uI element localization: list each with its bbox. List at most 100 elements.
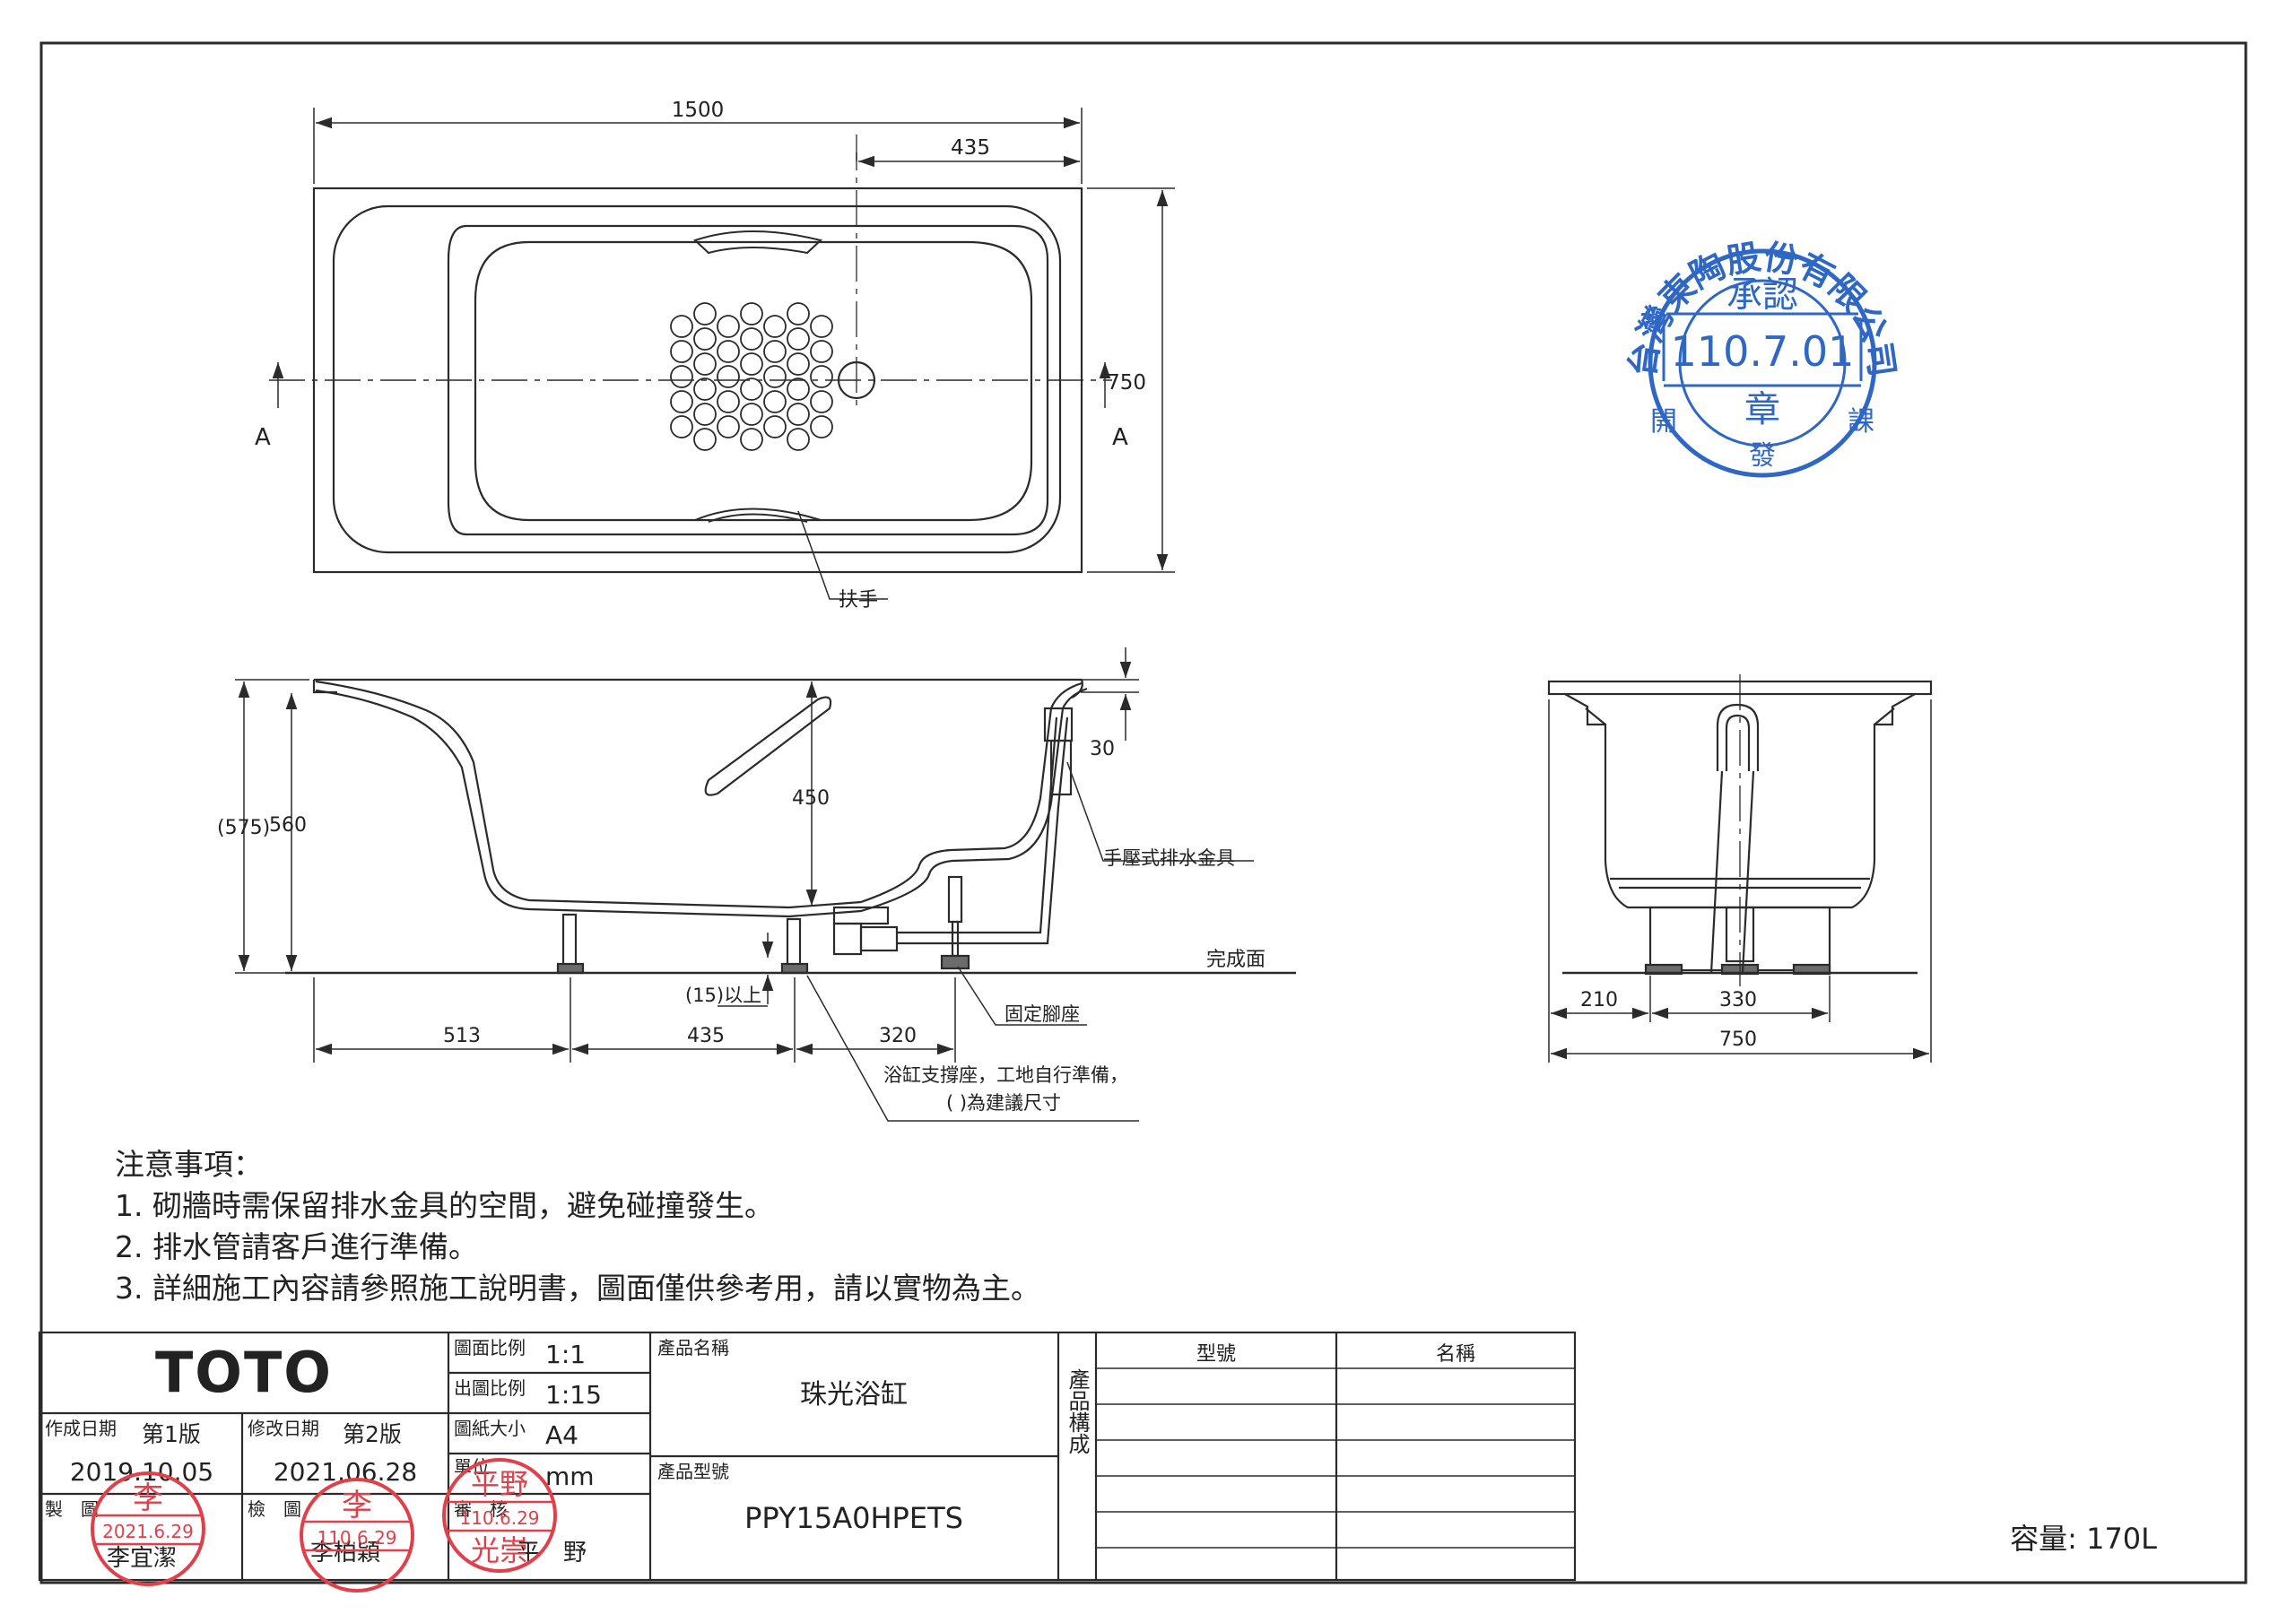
- note-item-3: 3. 詳細施工內容請參照施工說明書，圖面僅供參考用，請以實物為主。: [115, 1271, 1040, 1306]
- product-name: 珠光浴缸: [800, 1379, 908, 1410]
- anti-slip-dot: [763, 315, 787, 338]
- top-view: [269, 135, 1112, 574]
- dim-end-750: 750: [1719, 1028, 1757, 1051]
- title-block: [38, 1331, 1577, 1582]
- anti-slip-dot: [693, 403, 717, 426]
- created-version: 第1版: [142, 1421, 201, 1447]
- signature-stamp-checked: [300, 1478, 414, 1593]
- section-label-right: A: [1112, 424, 1128, 451]
- note-item-1: 1. 砌牆時需保留排水金具的空間，避免碰撞發生。: [115, 1188, 774, 1223]
- anti-slip-dot: [810, 365, 833, 388]
- dim-side-depth: 450: [792, 787, 830, 810]
- capacity: 容量: 170L: [2010, 1522, 2157, 1556]
- stamp-blue-date: 110.7.01: [1671, 327, 1855, 376]
- red-stamp-1-name: 李: [133, 1480, 163, 1516]
- red-stamp-1-date: 2021.6.29: [102, 1521, 194, 1542]
- callout-handle: 扶手: [839, 589, 878, 612]
- red-stamp-2-date: 110.6.29: [317, 1527, 396, 1549]
- stamp-blue-bottom: 發: [1749, 440, 1776, 472]
- top-dimensions: [272, 108, 1175, 600]
- anti-slip-dot: [810, 340, 833, 363]
- composition-label: 產品構成: [1065, 1368, 1090, 1454]
- anti-slip-dot: [787, 378, 810, 401]
- end-dimensions: [1548, 699, 1932, 1063]
- drawn-label: 製 圖: [45, 1498, 99, 1520]
- anti-slip-dot: [810, 390, 833, 413]
- created-label: 作成日期: [45, 1418, 117, 1439]
- note-item-2: 2. 排水管請客戶進行準備。: [115, 1229, 478, 1264]
- anti-slip-dot: [670, 415, 693, 438]
- anti-slip-dot: [740, 403, 763, 426]
- stamp-blue-right: 課: [1848, 406, 1874, 438]
- sheet-frame: [39, 41, 2248, 1584]
- anti-slip-dot: [740, 302, 763, 325]
- anti-slip-dot: [693, 378, 717, 401]
- anti-slip-dot: [787, 352, 810, 376]
- callout-fixed-foot: 固定腳座: [1004, 1003, 1080, 1025]
- scale-value: 1:1: [545, 1340, 586, 1369]
- dim-side-height: 560: [269, 814, 307, 837]
- anti-slip-dots: [670, 302, 833, 451]
- dim-end-210: 210: [1580, 989, 1618, 1011]
- red-stamp-3-name: 平野: [471, 1467, 528, 1501]
- anti-slip-dot: [740, 428, 763, 451]
- revised-version: 第2版: [343, 1421, 402, 1447]
- anti-slip-dot: [740, 352, 763, 376]
- red-stamp-3-given: 光崇: [471, 1533, 528, 1567]
- anti-slip-dot: [717, 315, 740, 338]
- anti-slip-dot: [787, 403, 810, 426]
- anti-slip-dot: [670, 390, 693, 413]
- checked-label: 檢 圖: [248, 1498, 301, 1520]
- notes-title: 注意事項：: [115, 1147, 263, 1182]
- callout-support-line1: 浴缸支撐座，工地自行準備，: [883, 1064, 1128, 1086]
- drawn-name: 李宜潔: [107, 1545, 177, 1572]
- anti-slip-dot: [693, 352, 717, 376]
- anti-slip-dot: [717, 365, 740, 388]
- dim-side-513: 513: [443, 1025, 481, 1047]
- anti-slip-dot: [717, 340, 740, 363]
- anti-slip-dot: [717, 390, 740, 413]
- brand-logo: TOTO: [155, 1340, 333, 1405]
- dim-side-rim: 30: [1090, 738, 1115, 760]
- unit-value: mm: [545, 1462, 595, 1491]
- anti-slip-dot: [693, 327, 717, 351]
- anti-slip-dot: [787, 327, 810, 351]
- anti-slip-dot: [810, 315, 833, 338]
- anti-slip-dot: [693, 428, 717, 451]
- revised-label: 修改日期: [248, 1418, 319, 1439]
- anti-slip-dot: [810, 415, 833, 438]
- anti-slip-dot: [763, 415, 787, 438]
- signature-stamp-approved: [442, 1458, 557, 1573]
- dim-top-width: 1500: [672, 99, 725, 122]
- anti-slip-dot: [693, 302, 717, 325]
- side-section-view: [312, 678, 1088, 975]
- stamp-blue-left: 開: [1650, 406, 1677, 438]
- anti-slip-dot: [763, 340, 787, 363]
- product-name-label: 產品名稱: [657, 1337, 729, 1358]
- paper-value: A4: [545, 1420, 578, 1450]
- paper-label: 圖紙大小: [454, 1418, 526, 1439]
- anti-slip-dot: [670, 365, 693, 388]
- model-col-header: 型號: [1196, 1343, 1236, 1366]
- product-model-label: 產品型號: [657, 1461, 729, 1482]
- anti-slip-dot: [787, 302, 810, 325]
- anti-slip-dot: [670, 315, 693, 338]
- callout-support-line2: ( )為建議尺寸: [946, 1092, 1061, 1114]
- scale-label: 圖面比例: [454, 1337, 526, 1358]
- dim-top-depth: 750: [1107, 371, 1146, 395]
- callout-finished-floor: 完成面: [1206, 949, 1265, 971]
- dim-end-330: 330: [1719, 989, 1757, 1011]
- stamp-blue-word2: 章: [1744, 389, 1780, 430]
- side-dimensions: [235, 647, 1254, 1122]
- anti-slip-dot: [717, 415, 740, 438]
- dim-side-gap: (15)以上: [685, 985, 761, 1006]
- anti-slip-dot: [740, 378, 763, 401]
- anti-slip-dot: [670, 340, 693, 363]
- stamp-blue-word: 承認: [1726, 274, 1798, 316]
- dim-side-height-total: (575): [217, 817, 270, 839]
- signature-stamp-drawn: [91, 1471, 205, 1586]
- section-label-left: A: [255, 424, 271, 451]
- dim-top-drain-offset: 435: [951, 136, 990, 160]
- anti-slip-dot: [763, 390, 787, 413]
- dim-side-435: 435: [687, 1025, 725, 1047]
